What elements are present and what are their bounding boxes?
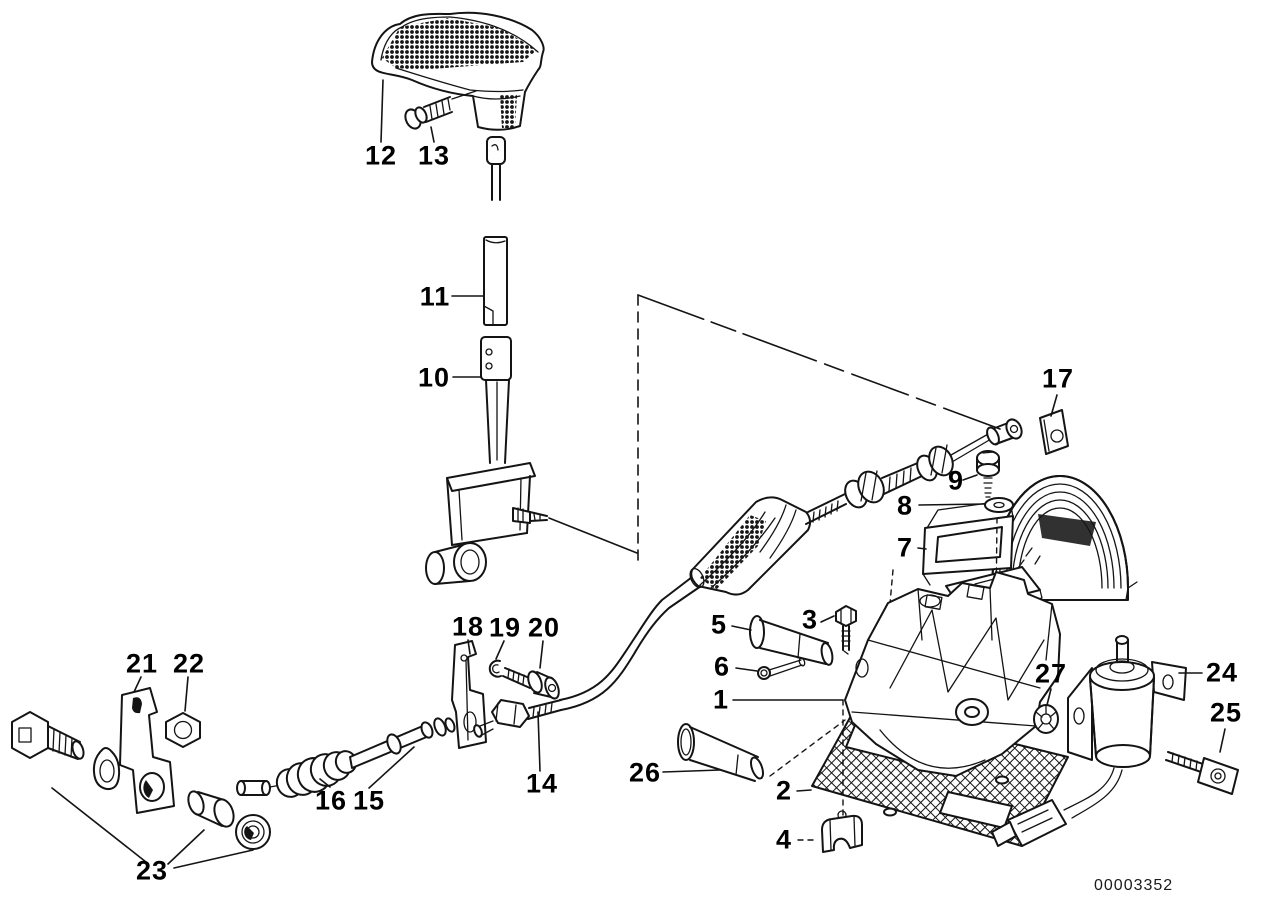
part-9-screw (976, 450, 1000, 498)
part-13-knob-screw (404, 90, 477, 130)
callout-26: 26 (628, 757, 662, 788)
part-6-clevis-pin (757, 657, 806, 680)
lever-clevis-bracket (425, 462, 548, 585)
callout-19: 19 (488, 612, 522, 643)
callout-12: 12 (364, 140, 398, 171)
callout-3: 3 (801, 604, 819, 635)
part-24-shiftlock-solenoid (991, 635, 1187, 847)
part-26-mount-pin (677, 723, 765, 782)
part-20-screw (502, 667, 560, 700)
part-27-lock-washer (1033, 704, 1059, 734)
callout-8: 8 (896, 490, 914, 521)
selector-rod-and-cable (559, 418, 1023, 711)
callout-15: 15 (352, 785, 386, 816)
callout-13: 13 (417, 140, 451, 171)
part-8-washer (984, 497, 1014, 513)
callout-16: 16 (314, 785, 348, 816)
callout-11: 11 (419, 281, 451, 312)
part-19-clip (488, 659, 502, 678)
callout-4: 4 (775, 824, 793, 855)
callout-24: 24 (1205, 657, 1239, 688)
document-number: 00003352 (1094, 877, 1174, 894)
callout-17: 17 (1041, 363, 1075, 394)
callout-22: 22 (172, 648, 206, 679)
tunnel-arch-cover (981, 475, 1138, 602)
callout-2: 2 (775, 775, 793, 806)
part-10-lower-lever (480, 336, 512, 464)
callout-9: 9 (947, 465, 965, 496)
callout-27: 27 (1034, 658, 1068, 689)
part-23-mount-group (11, 687, 271, 869)
part-25-bolt (1165, 751, 1239, 795)
part-12-gear-knob (371, 11, 545, 131)
part-14-cable-end (473, 699, 562, 738)
part-18-cable-bracket (451, 640, 487, 749)
part-17-retainer-clip (1039, 409, 1069, 455)
callout-25: 25 (1209, 697, 1243, 728)
callout-14: 14 (525, 768, 559, 799)
callout-5: 5 (710, 609, 728, 640)
cable-boot-and-rod (236, 717, 456, 798)
callout-23: 23 (135, 855, 169, 886)
callout-10: 10 (417, 362, 451, 393)
part-5-pivot-pin (749, 615, 834, 666)
callout-1: 1 (712, 684, 730, 715)
callout-21: 21 (125, 648, 159, 679)
part-3-screw (835, 605, 857, 655)
callout-20: 20 (527, 612, 561, 643)
callout-18: 18 (451, 611, 485, 642)
part-1-shift-housing (844, 571, 1061, 777)
leader-lines (133, 79, 1226, 841)
part-4-cable-clamp (821, 810, 863, 853)
callout-6: 6 (713, 651, 731, 682)
callout-7: 7 (896, 532, 914, 563)
part-11-upper-lever (483, 136, 508, 326)
